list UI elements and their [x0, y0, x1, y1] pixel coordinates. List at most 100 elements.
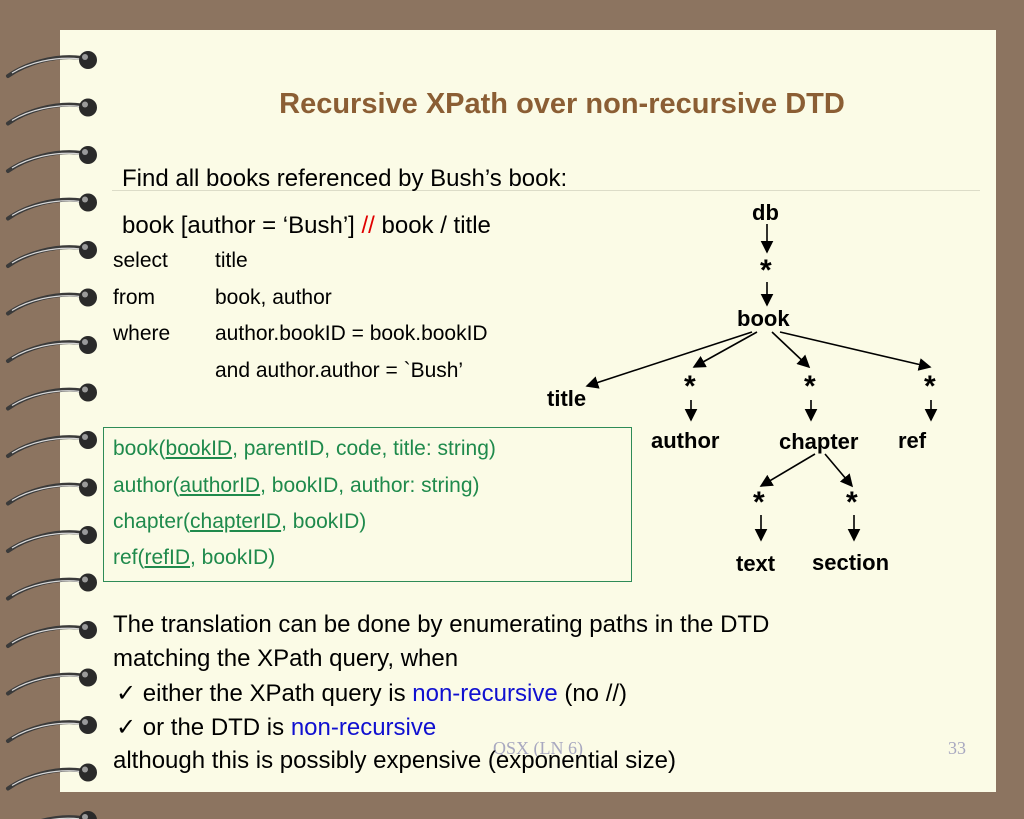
ring-shine: [82, 386, 88, 393]
ring-shine: [82, 576, 88, 583]
ring-wire: [6, 577, 84, 601]
check-icon: ✓: [116, 680, 137, 707]
node-section: section: [812, 550, 890, 575]
ring-hole: [79, 241, 97, 259]
ring-wire: [6, 435, 84, 458]
ring-shine: [82, 339, 88, 345]
node-book: book: [737, 306, 790, 331]
ring-highlight: [11, 437, 81, 454]
ring-highlight: [11, 485, 81, 502]
slide-title: Recursive XPath over non-recursive DTD: [279, 88, 845, 120]
schema-chapter: chapter(chapterID, bookID): [113, 510, 367, 533]
ring-shine: [82, 244, 88, 250]
sql-kw-select: select: [113, 249, 168, 272]
ring-shine: [82, 434, 88, 440]
sql-text-and: and author.author = `Bush’: [215, 359, 464, 382]
bottom-line-2: matching the XPath query, when: [113, 645, 459, 672]
ring-highlight: [11, 580, 81, 597]
ring-highlight: [11, 200, 81, 217]
ring-shine: [82, 291, 88, 298]
ring-shine: [82, 54, 88, 60]
ring-shine: [82, 529, 88, 535]
sql-text-where: author.bookID = book.bookID: [215, 322, 488, 345]
ring-wire: [6, 625, 84, 648]
xpath-part1: book [author = ‘Bush’]: [122, 212, 362, 239]
ring-hole: [79, 668, 97, 687]
ring-hole: [79, 763, 97, 782]
bottom-line-1: The translation can be done by enumerati…: [113, 611, 770, 638]
footer-course: QSX (LN 6): [493, 738, 583, 758]
ring-highlight: [11, 627, 81, 644]
sql-text-select: title: [215, 249, 248, 272]
slide-page: [60, 30, 996, 792]
node-author: author: [651, 428, 720, 453]
node-db: db: [752, 200, 779, 225]
xpath-part2: book / title: [374, 212, 491, 239]
ring-wire: [6, 245, 84, 268]
ring-wire: [6, 720, 84, 743]
ring-wire: [6, 482, 84, 506]
star-ref: *: [924, 370, 936, 403]
ring-highlight: [11, 770, 81, 787]
ring-hole: [79, 478, 97, 497]
ring-wire: [41, 815, 84, 819]
ring-wire: [6, 292, 84, 316]
star-section: *: [846, 486, 858, 519]
ring-hole: [79, 431, 97, 449]
ring-shine: [82, 766, 88, 773]
ring-highlight: [51, 817, 81, 819]
ring-highlight: [11, 342, 81, 359]
schema-author: author(authorID, bookID, author: string): [113, 474, 480, 497]
ring-wire: [6, 672, 84, 696]
ring-highlight: [11, 532, 81, 549]
ring-hole: [79, 193, 97, 212]
xpath-query: book [author = ‘Bush’] // book / title: [122, 212, 491, 240]
ring-wire: [6, 150, 84, 173]
ring-hole: [79, 811, 97, 819]
footer-page-number: 33: [948, 738, 966, 758]
ring-shine: [82, 671, 88, 678]
node-title: title: [547, 386, 587, 411]
ring-highlight: [11, 722, 81, 739]
ring-highlight: [11, 247, 81, 264]
star-author: *: [684, 370, 696, 403]
intro-text: Find all books referenced by Bush’s book…: [122, 165, 568, 192]
star-db-book: *: [760, 254, 772, 287]
sql-kw-from: from: [113, 286, 155, 309]
title-divider: [112, 190, 980, 191]
ring-hole: [79, 51, 97, 69]
ring-highlight: [11, 675, 81, 692]
ring-hole: [79, 716, 97, 734]
sql-text-from: book, author: [215, 286, 332, 309]
ring-hole: [79, 621, 97, 639]
schema-box: [103, 427, 632, 582]
schema-book: book(bookID, parentID, code, title: stri…: [113, 437, 496, 460]
ring-highlight: [11, 57, 81, 74]
spiral-binding: [6, 51, 97, 819]
ring-highlight: [11, 105, 81, 122]
ring-highlight: [11, 390, 81, 407]
ring-shine: [82, 149, 88, 155]
node-chapter: chapter: [779, 429, 859, 454]
star-text: *: [753, 486, 765, 519]
schema-ref: ref(refID, bookID): [113, 546, 276, 569]
ring-highlight: [11, 295, 81, 312]
ring-shine: [82, 814, 88, 819]
xpath-descendant-op: //: [361, 212, 375, 239]
ring-shine: [82, 719, 88, 725]
ring-highlight: [11, 152, 81, 169]
node-ref: ref: [898, 428, 927, 453]
ring-shine: [82, 481, 88, 488]
ring-wire: [6, 767, 84, 791]
ring-hole: [79, 526, 97, 544]
sql-kw-where: where: [113, 322, 171, 345]
bullet-dtd: ✓ or the DTD is non-recursive: [116, 714, 437, 741]
ring-wire: [6, 197, 84, 221]
ring-hole: [79, 573, 97, 592]
ring-hole: [79, 288, 97, 307]
node-text: text: [736, 551, 776, 576]
ring-shine: [82, 101, 88, 108]
ring-hole: [79, 146, 97, 164]
ring-hole: [79, 383, 97, 402]
ring-wire: [6, 340, 84, 363]
